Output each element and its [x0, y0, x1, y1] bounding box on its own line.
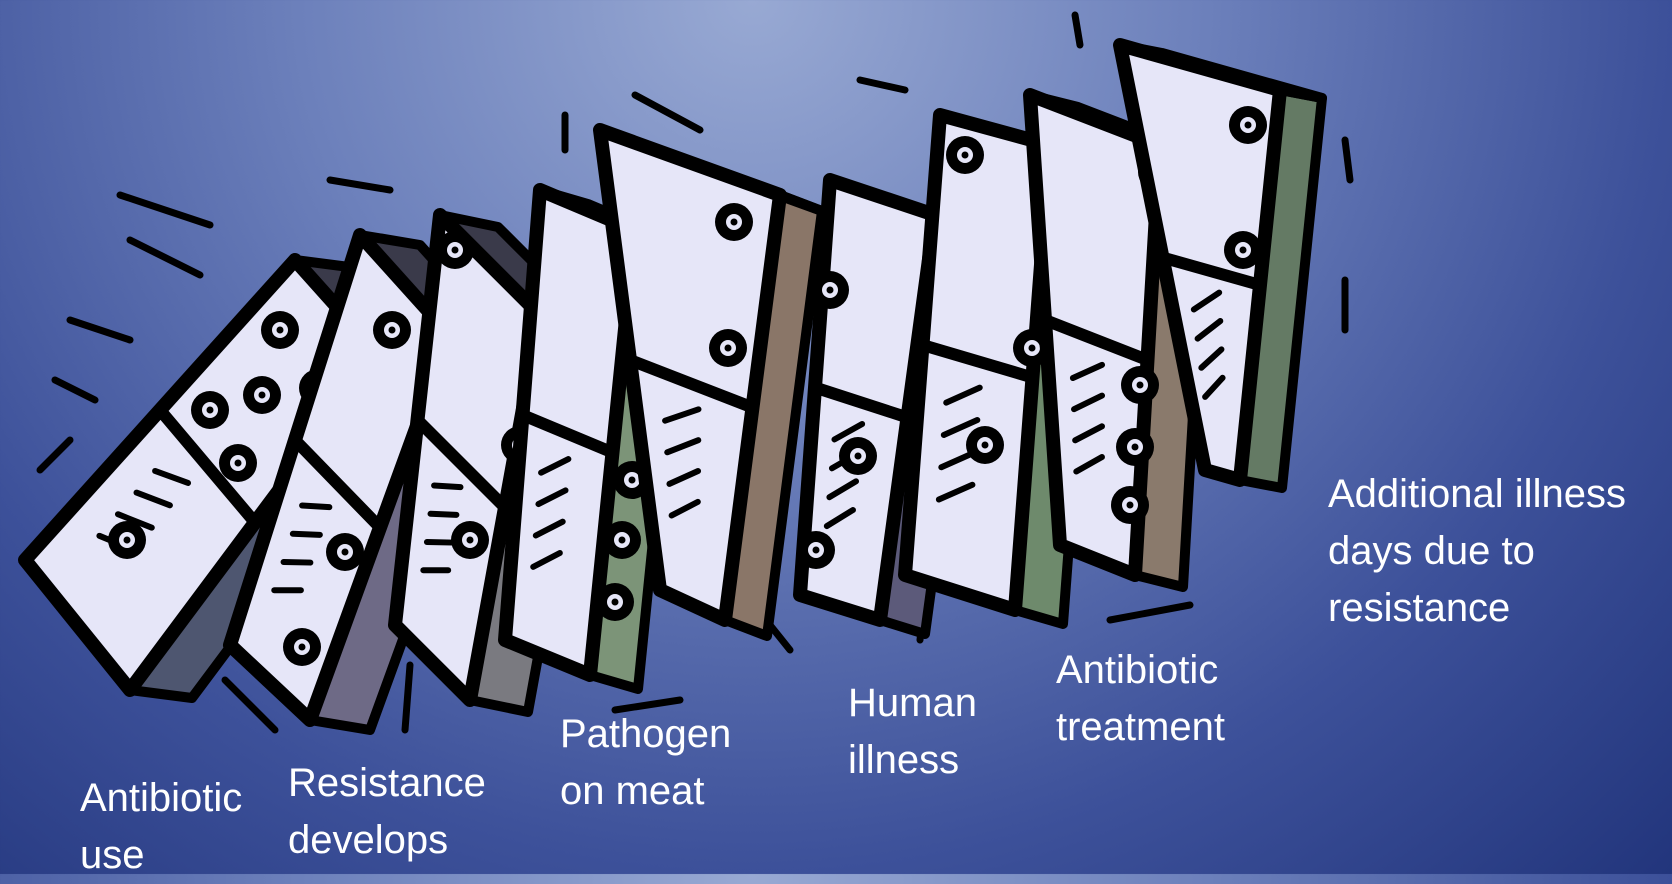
motion-stroke — [635, 95, 700, 130]
label-resistance-develops: Resistance develops — [288, 755, 518, 869]
label-antibiotic-use: Antibiotic use — [80, 770, 280, 884]
motion-stroke — [770, 625, 790, 650]
motion-stroke — [130, 240, 200, 275]
motion-stroke — [70, 320, 130, 340]
label-additional-illness-days: Additional illness days due to resistanc… — [1328, 466, 1668, 637]
motion-stroke — [405, 665, 410, 730]
motion-stroke — [1075, 15, 1080, 45]
motion-stroke — [120, 195, 210, 225]
label-pathogen-on-meat: Pathogen on meat — [560, 706, 770, 820]
motion-stroke — [40, 440, 70, 470]
motion-stroke — [860, 80, 905, 90]
motion-stroke — [55, 380, 95, 400]
motion-stroke — [330, 180, 390, 190]
motion-stroke — [1110, 605, 1190, 620]
motion-stroke — [1345, 140, 1350, 180]
domino-group — [25, 45, 1322, 730]
label-human-illness: Human illness — [848, 675, 1018, 789]
label-antibiotic-treatment: Antibiotic treatment — [1056, 642, 1276, 756]
